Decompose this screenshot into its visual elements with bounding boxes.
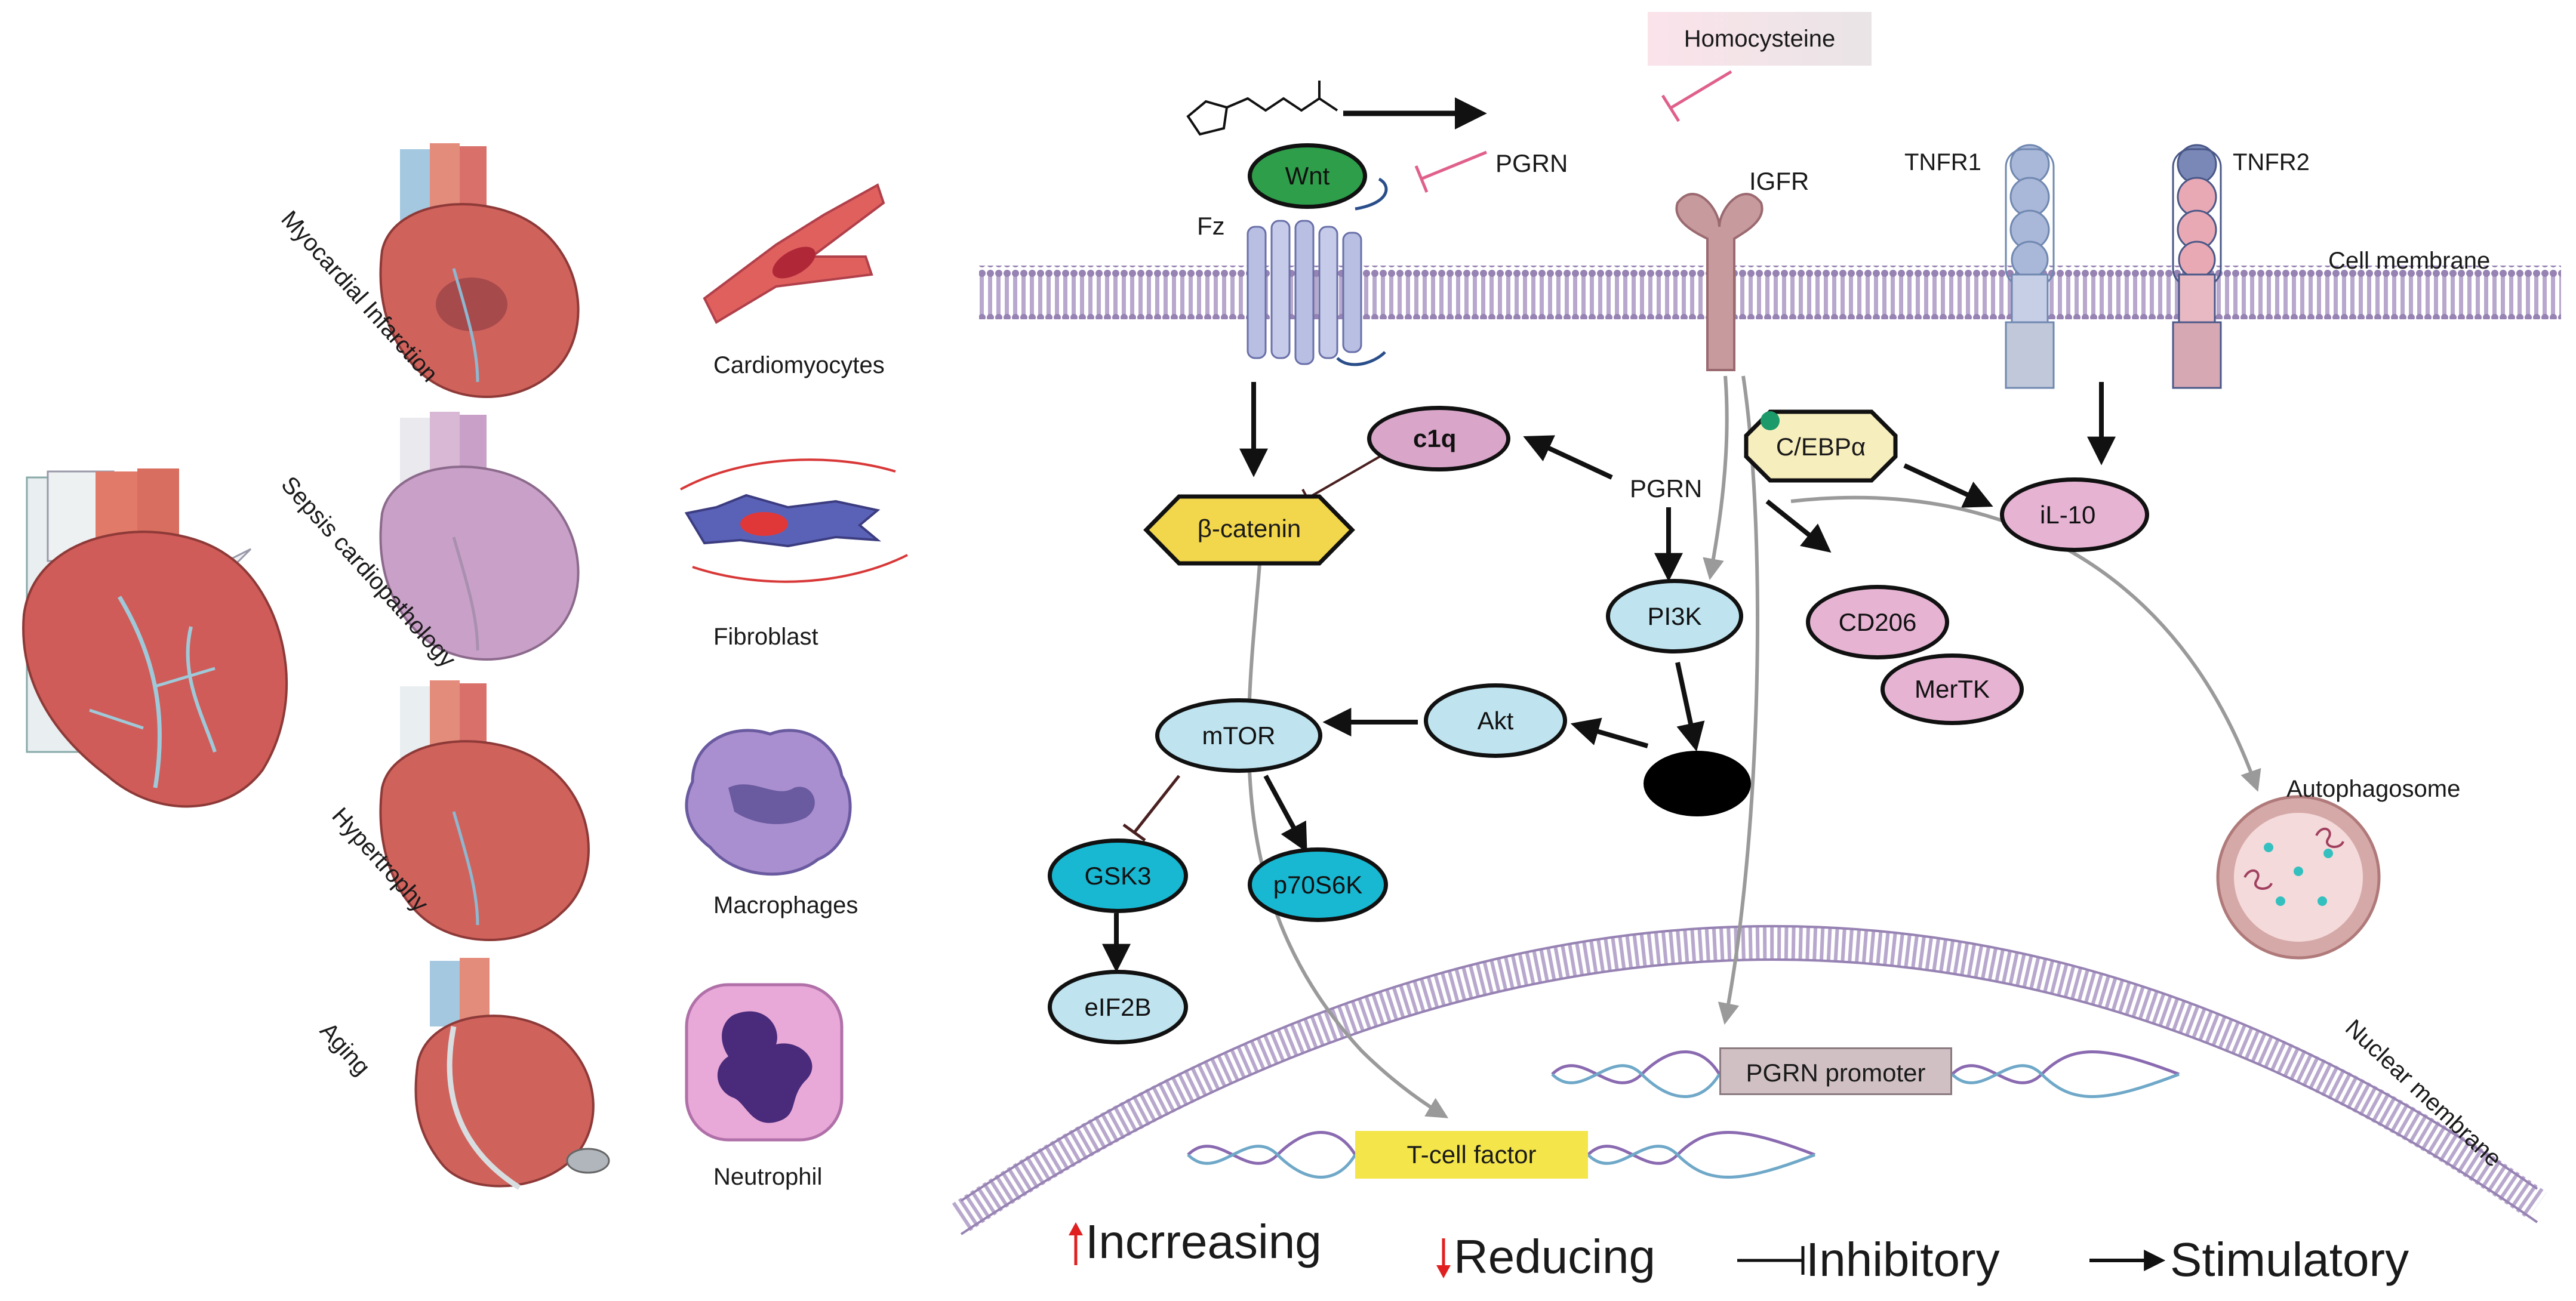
dna-strand-promoter [1551, 1050, 2180, 1098]
macrophage-icon [685, 729, 852, 876]
gsk3-node: GSK3 [1048, 838, 1188, 913]
pgrn-top-label: PGRN [1495, 149, 1568, 177]
cebpa-phospho-dot [1761, 411, 1780, 430]
cell-membrane-label: Cell membrane [2328, 248, 2491, 274]
pgrn-to-c1q-arrow [1523, 435, 1613, 480]
legend-stimulatory-label: Stimulatory [2170, 1233, 2409, 1286]
cardiomyocyte-icon [703, 183, 885, 324]
c1q-node: c1q [1367, 406, 1510, 471]
tnfr1-receptor-icon [2005, 144, 2055, 389]
t-cell-factor-box: T-cell factor [1355, 1131, 1588, 1179]
igfr-receptor-icon [1675, 193, 1764, 371]
cell-membrane-band [979, 266, 2561, 319]
label-cardiomyocytes: Cardiomyocytes [713, 352, 885, 378]
heart-hypertrophy [379, 680, 590, 941]
label-macrophages: Macrophages [713, 892, 858, 918]
pgrn-to-cd206-arrow [1765, 499, 1832, 553]
label-neutrophil: Neutrophil [713, 1164, 823, 1190]
homocysteine-inhibit-line [1661, 70, 1732, 122]
legend-reducing-label: Reducing [1454, 1230, 1656, 1283]
autophagosome-label: Autophagosome [2286, 776, 2461, 802]
black-signaling-node [1644, 751, 1751, 816]
legend-reducing-symbol [1436, 1238, 1451, 1278]
label-fibroblast: Fibroblast [713, 624, 818, 650]
pi3k-node: PI3K [1606, 579, 1743, 653]
pi3k-to-black-node-arrow [1675, 662, 1705, 752]
tnfr2-label: TNFR2 [2233, 149, 2310, 175]
wnt-node: Wnt [1248, 143, 1367, 209]
akt-node: Akt [1424, 683, 1567, 758]
legend-inhibitory-label: Inhibitory [1806, 1233, 2000, 1286]
legend-increasing-symbol [1069, 1222, 1083, 1265]
mtor-inhibit-gsk3-line [1122, 775, 1180, 842]
il10-node: iL-10 [2000, 477, 2149, 552]
mtor-node: mTOR [1155, 698, 1322, 773]
cd206-node: CD206 [1806, 585, 1949, 659]
cebpa-to-il10-arrow [1903, 463, 1993, 508]
pgrn-to-autophagosome-arrow [1790, 495, 2261, 792]
mertk-node: MerTK [1881, 653, 2024, 725]
il10-label: iL-10 [2040, 500, 2096, 529]
fz-label: Fz [1197, 212, 1225, 240]
large-heart-illustration [22, 468, 288, 808]
legend-inhibitory-symbol [1737, 1246, 1805, 1275]
black-node-to-akt-arrow [1570, 717, 1649, 748]
fibroblast-icon [680, 458, 908, 583]
mtor-to-p70s6k-arrow [1263, 775, 1307, 853]
chemical-structure-icon [1186, 81, 1338, 136]
frizzled-receptor-icon [1247, 177, 1388, 366]
tnfr2-receptor-icon [2172, 144, 2222, 389]
dna-strand-tcell-factor [1187, 1131, 1815, 1179]
cebpa-label: C/EBPα [1775, 433, 1866, 461]
autophagosome-icon [2216, 795, 2381, 960]
pgrn-inhibit-wnt-line [1414, 150, 1487, 193]
nuclear-membrane-arc [952, 924, 2547, 1235]
igfr-label: IGFR [1749, 167, 1809, 195]
pgrn-center-label: PGRN [1630, 474, 1703, 502]
igfr-to-pgrn-promoter-arrow [1718, 375, 1759, 1025]
beta-catenin-hexagon [1143, 494, 1355, 566]
beta-catenin-label: β-catenin [1197, 514, 1301, 542]
neutrophil-icon [685, 983, 844, 1142]
c1q-label: c1q [1413, 424, 1457, 452]
tnfr1-label: TNFR1 [1904, 149, 1981, 175]
heart-aging [414, 958, 610, 1190]
heart-myocardial-infarction [379, 143, 580, 398]
beta-catenin-to-tcell-factor-arrow [1247, 563, 1449, 1118]
homocysteine-label: Homocysteine [1648, 12, 1872, 66]
legend-increasing-label: Incrreasing [1085, 1215, 1322, 1268]
eif2b-node: eIF2B [1048, 970, 1188, 1044]
cebpa-octagon [1744, 409, 1898, 483]
heart-sepsis [379, 412, 580, 661]
p70s6k-node: p70S6K [1248, 847, 1388, 922]
pgrn-promoter-box: PGRN promoter [1719, 1047, 1952, 1095]
igfr-to-pi3k-arrow [1703, 375, 1729, 581]
